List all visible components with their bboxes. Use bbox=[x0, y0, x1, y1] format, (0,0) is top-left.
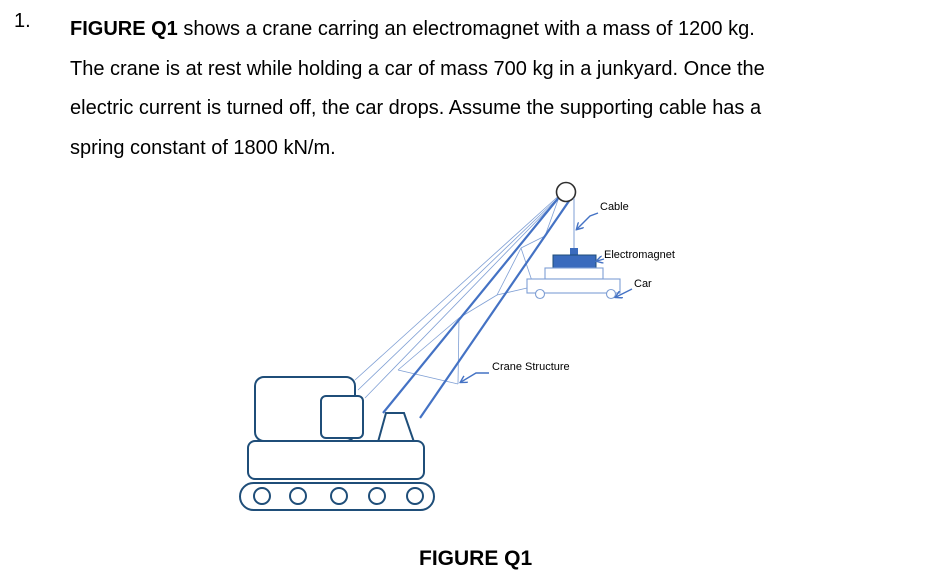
question-line-4: spring constant of 1800 kN/m. bbox=[70, 136, 336, 159]
car-shape bbox=[526, 267, 621, 300]
question-line-2: The crane is at rest while holding a car… bbox=[70, 57, 765, 80]
crane-base bbox=[239, 376, 435, 511]
question-line-1: FIGURE Q1 shows a crane carring an elect… bbox=[70, 10, 900, 50]
question-number: 1. bbox=[14, 10, 31, 32]
crane-boom bbox=[382, 195, 570, 419]
car-label: Car bbox=[634, 278, 652, 290]
question-line-1-rest: shows a crane carring an electromagnet w… bbox=[177, 18, 755, 40]
electromagnet-label: Electromagnet bbox=[604, 249, 675, 261]
question-text: FIGURE Q1 shows a crane carring an elect… bbox=[70, 10, 900, 168]
figure-reference: FIGURE Q1 bbox=[70, 18, 178, 40]
question-line-3: electric current is turned off, the car … bbox=[70, 97, 762, 119]
crane-structure-arrow bbox=[461, 372, 489, 382]
cable-arrow bbox=[577, 212, 599, 229]
car-arrow bbox=[616, 288, 633, 297]
pulley-sheave bbox=[555, 181, 577, 203]
figure-caption: FIGURE Q1 bbox=[419, 547, 533, 570]
electromagnet-shape bbox=[552, 248, 597, 269]
crane-structure-label: Crane Structure bbox=[492, 361, 570, 373]
electromagnet-arrow bbox=[597, 259, 605, 261]
cable-label: Cable bbox=[600, 201, 629, 213]
label-arrows bbox=[461, 212, 633, 382]
